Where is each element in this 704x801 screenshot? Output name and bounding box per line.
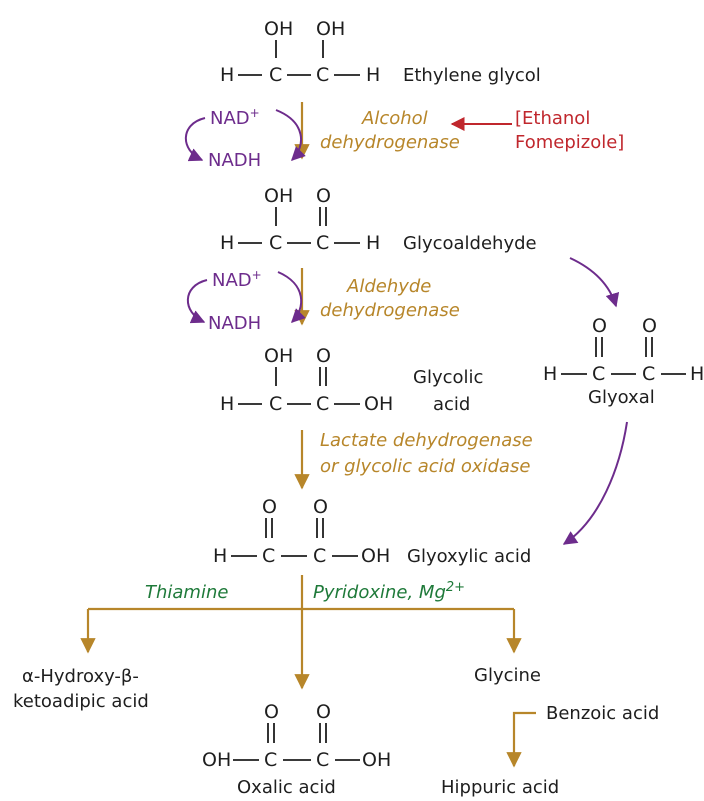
atom-oh: OH (264, 345, 293, 367)
cofactor-nad-plus: NAD+ (210, 106, 260, 129)
inhibitor-ethanol: [Ethanol (515, 108, 590, 129)
compound-glycoaldehyde: Glycoaldehyde (403, 233, 537, 254)
arrow-glyoxal-to-glyoxylic-acid (562, 421, 628, 545)
atom-c: C (316, 64, 329, 86)
atom-c: C (316, 749, 329, 771)
cofactor-nadh: NADH (208, 150, 261, 171)
compound-benzoic-acid: Benzoic acid (546, 703, 659, 724)
arrow-glycoaldehyde-to-glyoxal (569, 257, 620, 308)
atom-h: H (213, 545, 227, 567)
atom-h: H (366, 232, 380, 254)
cofactor-pyridoxine-mg: Pyridoxine, Mg2+ (313, 580, 465, 604)
atom-c: C (316, 393, 329, 415)
enzyme-lactate-dehydrogenase-line1: Lactate dehydrogenase (320, 430, 533, 451)
compound-glyoxal: Glyoxal (588, 387, 655, 408)
cofactor-nadh: NADH (208, 313, 261, 334)
glycolic-acid-structure: OH O H C C OH (220, 345, 393, 415)
cofactor-cycle-arrow-left (184, 117, 206, 162)
atom-c: C (264, 749, 277, 771)
atom-c: C (316, 232, 329, 254)
enzyme-lactate-dehydrogenase-line2: or glycolic acid oxidase (320, 456, 530, 477)
cofactor-cycle-arrow-left (186, 279, 208, 324)
atom-o: O (262, 496, 277, 518)
atom-oh: OH (202, 749, 231, 771)
atom-oh: OH (364, 393, 393, 415)
oxalic-acid-structure: O O OH C C OH (202, 701, 391, 771)
atom-c: C (269, 64, 282, 86)
compound-glycine: Glycine (474, 665, 541, 686)
atom-oh: OH (361, 545, 390, 567)
compound-oxalic-acid: Oxalic acid (237, 777, 336, 798)
compound-hydroxy-ketoadipic-acid-line2: ketoadipic acid (13, 691, 149, 712)
compound-ethylene-glycol: Ethylene glycol (403, 65, 541, 86)
enzyme-alcohol-dehydrogenase-line2: dehydrogenase (320, 132, 460, 153)
atom-oh: OH (264, 18, 293, 40)
compound-glyoxylic-acid: Glyoxylic acid (407, 546, 531, 567)
compound-hippuric-acid: Hippuric acid (441, 777, 559, 798)
glyoxal-structure: O O H C C H (543, 315, 704, 385)
atom-o: O (642, 315, 657, 337)
atom-c: C (642, 363, 655, 385)
compound-glycolic-acid-line1: Glycolic (413, 367, 483, 388)
enzyme-aldehyde-dehydrogenase-line1: Aldehyde (346, 276, 431, 297)
atom-h: H (690, 363, 704, 385)
cofactor-cycle-arrow-right (275, 109, 306, 161)
compound-glycolic-acid-line2: acid (433, 394, 470, 415)
ethylene-glycol-structure: OH OH H C C H (220, 18, 380, 86)
glycoaldehyde-structure: OH O H C C H (220, 185, 380, 254)
atom-o: O (313, 496, 328, 518)
atom-c: C (262, 545, 275, 567)
enzyme-alcohol-dehydrogenase-line1: Alcohol (361, 108, 428, 129)
cofactor-cycle-arrow-right (277, 271, 306, 323)
cofactor-nad-plus: NAD+ (212, 268, 262, 291)
atom-o: O (316, 185, 331, 207)
arrow-glycine-to-hippuric-acid (506, 711, 536, 768)
atom-h: H (543, 363, 557, 385)
atom-oh: OH (362, 749, 391, 771)
atom-h: H (220, 232, 234, 254)
atom-h: H (220, 393, 234, 415)
atom-o: O (592, 315, 607, 337)
enzyme-aldehyde-dehydrogenase-line2: dehydrogenase (320, 300, 460, 321)
atom-c: C (592, 363, 605, 385)
atom-c: C (269, 393, 282, 415)
atom-o: O (316, 345, 331, 367)
atom-o: O (316, 701, 331, 723)
atom-o: O (264, 701, 279, 723)
atom-h: H (366, 64, 380, 86)
glyoxylic-acid-structure: O O H C C OH (213, 496, 390, 567)
atom-oh: OH (316, 18, 345, 40)
inhibitor-fomepizole: Fomepizole] (515, 132, 624, 153)
compound-hydroxy-ketoadipic-acid-line1: α-Hydroxy-β- (22, 666, 139, 687)
atom-c: C (269, 232, 282, 254)
atom-oh: OH (264, 185, 293, 207)
atom-h: H (220, 64, 234, 86)
cofactor-thiamine: Thiamine (145, 582, 228, 603)
atom-c: C (313, 545, 326, 567)
